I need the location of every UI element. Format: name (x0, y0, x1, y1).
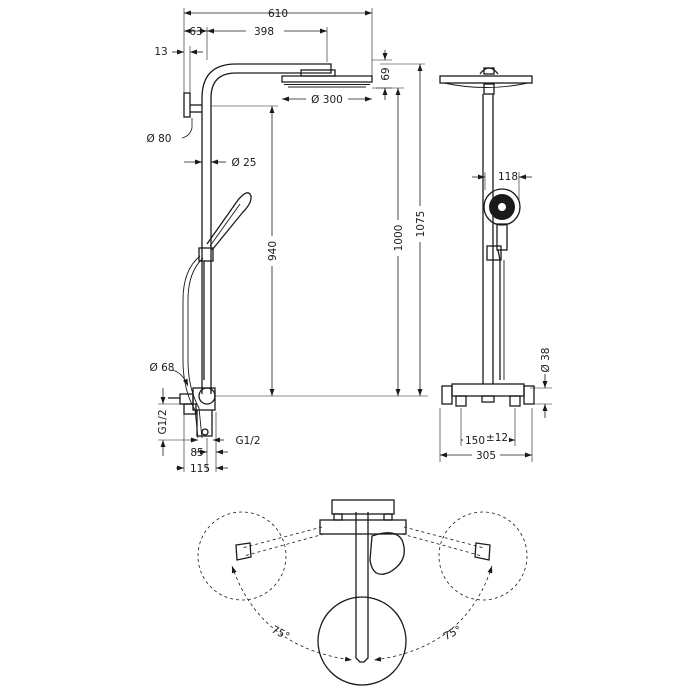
dim-head-diameter: Ø 300 (311, 94, 343, 106)
dim-85: 85 (190, 447, 203, 459)
front-hand-shower (483, 188, 521, 380)
front-thermostat (441, 383, 535, 407)
swing-circle-left (197, 511, 287, 601)
angle-label-right: 75° (442, 624, 464, 643)
wall-rosette (183, 92, 191, 118)
dim-115: 115 (190, 463, 210, 475)
dim-front-width: 305 (476, 450, 496, 462)
front-view: 118 Ø 38 150 ±12 305 (439, 67, 552, 462)
plan-view: 75° 75° (197, 499, 528, 686)
dim-inlet-left: G1/2 (157, 409, 169, 434)
dim-rosette: Ø 80 (147, 133, 172, 145)
angle-arc-right (373, 565, 493, 662)
dim-height-1000: 1000 (393, 225, 405, 252)
dim-height-940: 940 (267, 241, 279, 261)
dim-mixer-knob: Ø 68 (150, 362, 175, 374)
plan-head-circle (317, 596, 407, 686)
swing-circle-right (438, 511, 528, 601)
angle-arc-left (231, 565, 353, 662)
shower-arm (201, 63, 332, 394)
thermostat-mixer (179, 387, 216, 437)
dim-pipe: Ø 25 (232, 157, 257, 169)
overhead-shower (281, 69, 373, 88)
dim-handshower-width: 118 (498, 171, 518, 183)
dim-height-1075: 1075 (415, 211, 427, 238)
dim-arm-thickness: 13 (154, 46, 167, 58)
dim-arm-length: 398 (254, 26, 274, 38)
front-overhead-shower (439, 67, 533, 95)
dim-arm-offset: 63 (189, 26, 202, 38)
front-riser-pipe (482, 94, 494, 384)
dim-head-height: 69 (378, 67, 390, 80)
dim-total-width: 610 (268, 8, 288, 20)
shower-hose (182, 255, 201, 439)
dim-knob-diameter: Ø 38 (540, 348, 552, 373)
dim-inlet-right: G1/2 (235, 435, 260, 447)
hand-shower (198, 192, 252, 380)
plan-mixer (319, 499, 407, 575)
dim-tolerance: ±12 (486, 432, 508, 444)
angle-label-left: 75° (269, 624, 291, 643)
dim-centres: 150 (465, 435, 485, 447)
side-view: 610 63 398 13 69 Ø 300 Ø 80 Ø 25 (147, 8, 428, 475)
plan-arm (355, 512, 369, 663)
